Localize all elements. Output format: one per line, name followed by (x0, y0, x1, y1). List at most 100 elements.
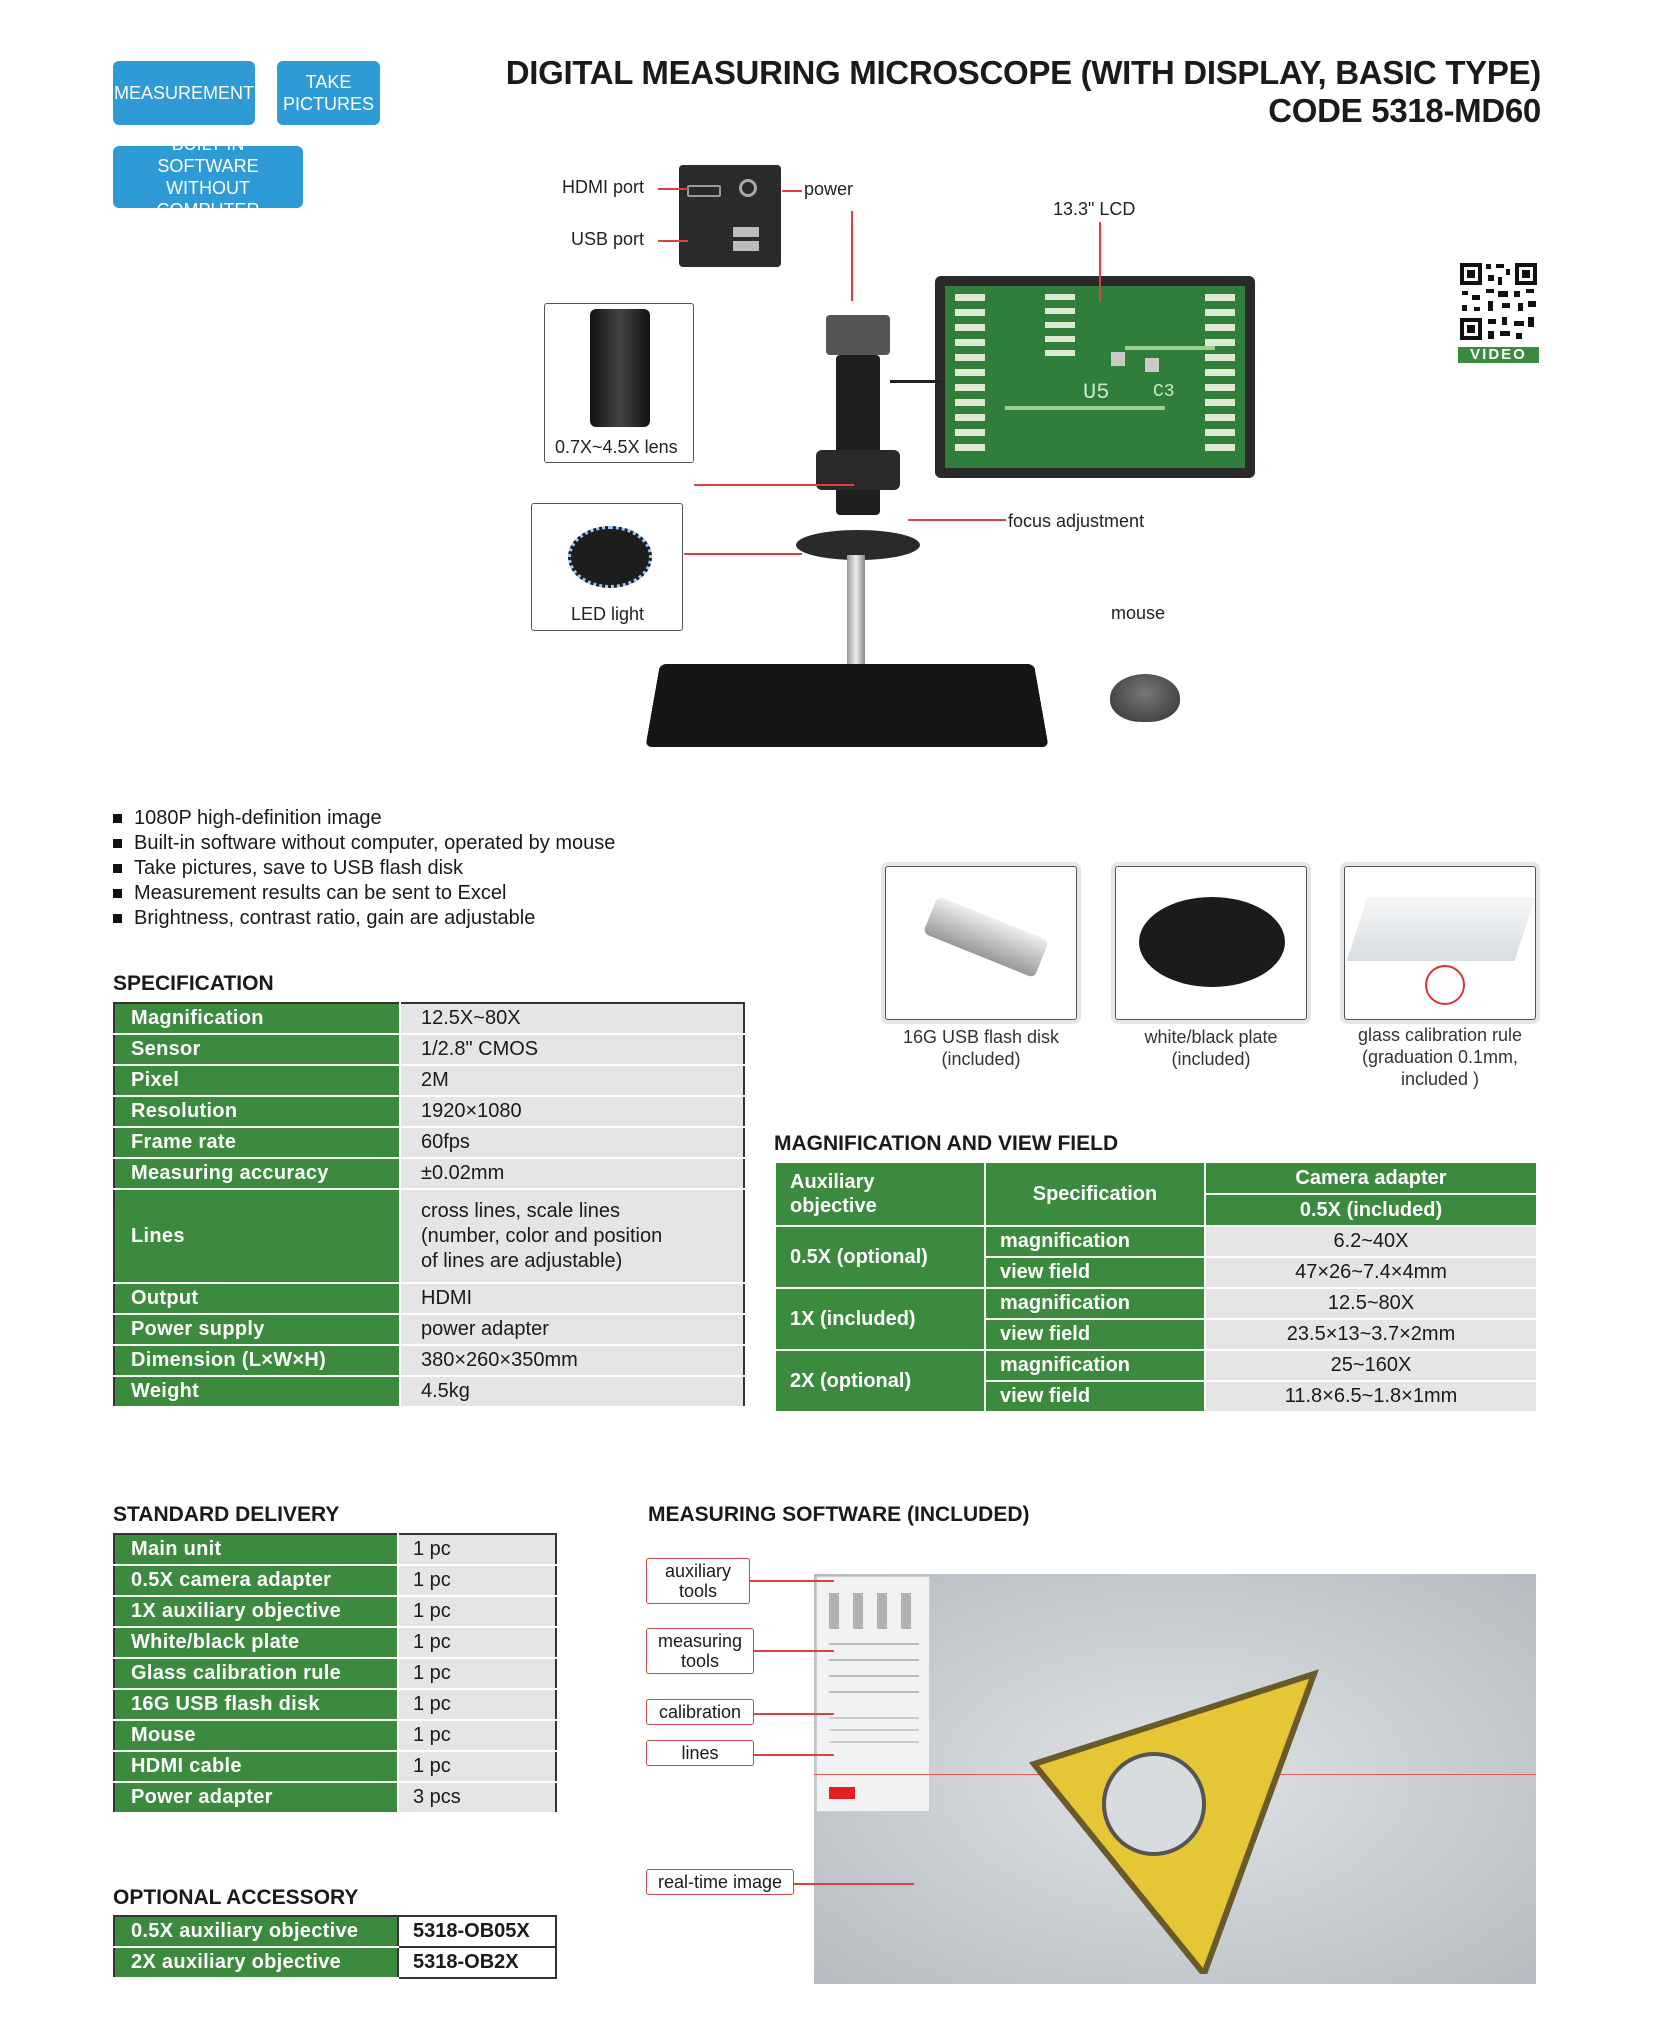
spec-value: 1920×1080 (399, 1096, 744, 1128)
microscope-column (836, 355, 880, 515)
sw-line: measuring (657, 1631, 743, 1651)
mag-aux: 2X (optional) (774, 1349, 986, 1413)
microscope-base (645, 664, 1049, 747)
vf-value: 11.8×6.5~1.8×1mm (1204, 1380, 1538, 1413)
triangle-sample (1028, 1669, 1319, 1974)
optional-code: 5318-OB05X (397, 1916, 556, 1948)
table-row: 0.5X (optional) magnification 6.2~40X (774, 1225, 1538, 1289)
spec-key: Output (114, 1283, 400, 1315)
delivery-item: Main unit (114, 1534, 398, 1566)
lens-thumbnail (544, 303, 694, 463)
delivery-qty: 3 pcs (397, 1782, 556, 1814)
spec-key: Lines (114, 1189, 400, 1284)
leader-lens (694, 484, 854, 486)
mouse-image (1110, 674, 1180, 722)
mag-header-camera-sub: 0.5X (included) (1204, 1193, 1538, 1227)
mag-value: 12.5~80X (1204, 1287, 1538, 1320)
callout-lens: 0.7X~4.5X lens (555, 437, 678, 457)
vf-value: 23.5×13~3.7×2mm (1204, 1318, 1538, 1351)
feature-item: Take pictures, save to USB flash disk (113, 856, 615, 881)
microscope-camera (826, 315, 890, 355)
mag-aux: 0.5X (optional) (774, 1225, 986, 1289)
feature-item: 1080P high-definition image (113, 806, 615, 831)
feature-list: 1080P high-definition image Built-in sof… (113, 806, 615, 931)
product-title: DIGITAL MEASURING MICROSCOPE (WITH DISPL… (505, 54, 1542, 91)
microscope-focus-block (816, 450, 900, 490)
sw-line: lines (681, 1743, 719, 1763)
mag-header-aux-line1: Auxiliary (790, 1171, 875, 1193)
callout-lcd: 13.3" LCD (1053, 199, 1136, 219)
software-panel (816, 1576, 930, 1812)
spec-value-line: of lines are adjustable) (421, 1249, 623, 1272)
spec-value-line: cross lines, scale lines (421, 1199, 620, 1222)
accessory-line: glass calibration rule (1357, 1025, 1523, 1045)
spec-value: 2M (399, 1065, 744, 1097)
builtin-software-badge: BUILT-IN SOFTWARE WITHOUT COMPUTER (113, 134, 303, 220)
mag-aux: 1X (included) (774, 1287, 986, 1351)
spec-key: Measuring accuracy (114, 1158, 400, 1190)
sw-line: tools (678, 1581, 718, 1601)
vf-label: view field (984, 1256, 1206, 1289)
glass-calibration-rule-image (1344, 866, 1536, 1020)
callout-usb-port: USB port (571, 229, 645, 249)
page-title: DIGITAL MEASURING MICROSCOPE (WITH DISPL… (505, 54, 1542, 130)
delivery-item: White/black plate (114, 1627, 398, 1659)
spec-value: ±0.02mm (399, 1158, 744, 1190)
callout-hdmi-port: HDMI port (562, 177, 645, 197)
sw-line: calibration (658, 1702, 742, 1722)
mag-value: 25~160X (1204, 1349, 1538, 1382)
spec-key: Resolution (114, 1096, 400, 1128)
spec-key: Sensor (114, 1034, 400, 1066)
qr-code[interactable]: VIDEO (1458, 261, 1539, 363)
mag-label: magnification (984, 1287, 1206, 1320)
delivery-qty: 1 pc (397, 1658, 556, 1690)
magnification-table: Auxiliary objective Specification Camera… (774, 1161, 1538, 1413)
table-row: Measuring accuracy±0.02mm (114, 1158, 744, 1190)
accessory-label-usb: 16G USB flash disk (included) (880, 1026, 1082, 1070)
mag-value: 6.2~40X (1204, 1225, 1538, 1258)
qr-code-icon (1458, 261, 1539, 342)
sw-line: tools (680, 1651, 720, 1671)
usb-flash-disk-image (885, 866, 1077, 1020)
spec-key: Frame rate (114, 1127, 400, 1159)
spec-key: Power supply (114, 1314, 400, 1346)
callout-led-light: LED light (571, 604, 645, 624)
optional-title: OPTIONAL ACCESSORY (113, 1886, 359, 1909)
feature-item: Brightness, contrast ratio, gain are adj… (113, 906, 615, 931)
spec-value: 1/2.8" CMOS (399, 1034, 744, 1066)
builtin-line1: BUILT-IN SOFTWARE (157, 134, 259, 176)
optional-item: 2X auxiliary objective (114, 1947, 398, 1979)
accessory-line: included ) (1400, 1069, 1480, 1089)
accessory-line: white/black plate (1144, 1027, 1278, 1047)
spec-value: 380×260×350mm (399, 1345, 744, 1377)
take-pictures-line2: PICTURES (283, 94, 375, 114)
leader-sw-calib (754, 1713, 834, 1715)
measurement-badge: MEASUREMENT (113, 61, 255, 125)
spec-value-line: (number, color and position (421, 1224, 663, 1247)
delivery-item: Power adapter (114, 1782, 398, 1814)
lcd-screen: U5 C3 (935, 276, 1255, 478)
spec-value: 60fps (399, 1127, 744, 1159)
optional-item: 0.5X auxiliary objective (114, 1916, 398, 1948)
label-calibration: calibration (646, 1699, 754, 1725)
feature-item: Built-in software without computer, oper… (113, 831, 615, 856)
leader-lcd (1099, 222, 1101, 302)
label-measuring-tools: measuring tools (646, 1628, 754, 1674)
take-pictures-badge: TAKE PICTURES (277, 61, 380, 125)
leader-focus (908, 519, 1006, 521)
software-title: MEASURING SOFTWARE (INCLUDED) (648, 1503, 1030, 1526)
white-black-plate-image (1115, 866, 1307, 1020)
